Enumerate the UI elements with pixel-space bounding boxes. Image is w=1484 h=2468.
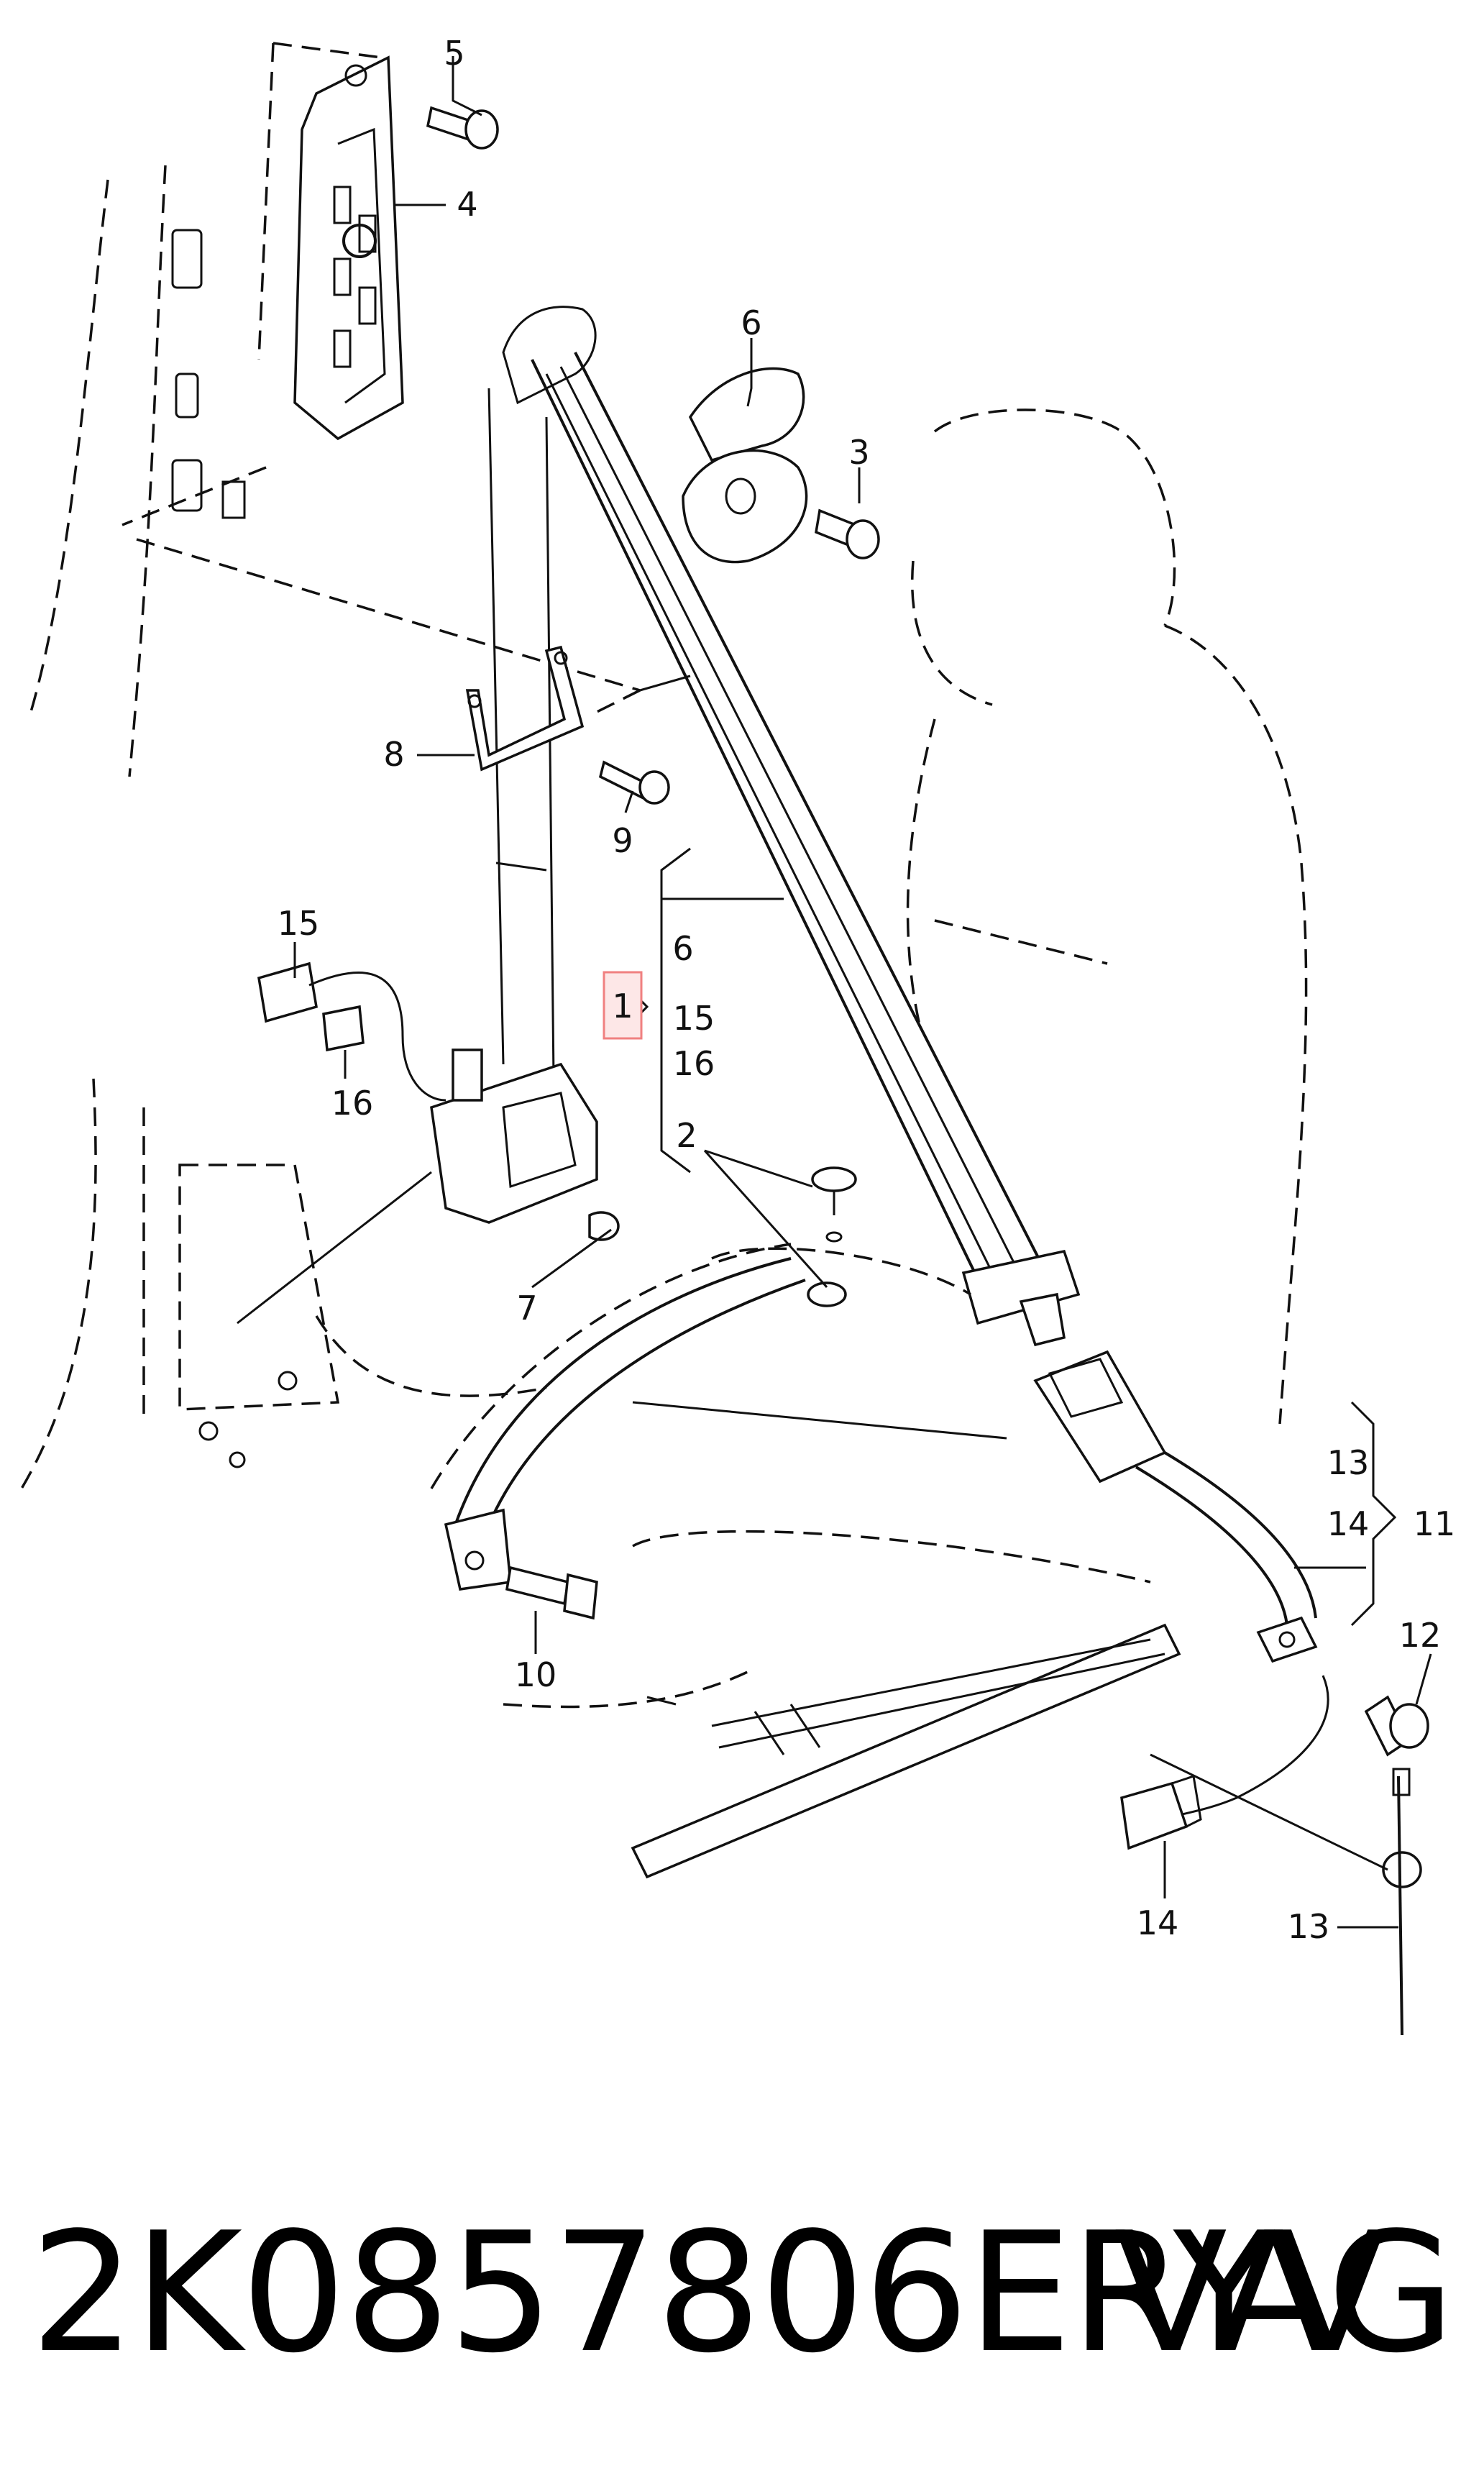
bracket-8: [465, 645, 670, 805]
callout-16b[interactable]: 16: [673, 1044, 715, 1083]
callout-13b[interactable]: 13: [1288, 1907, 1330, 1946]
callout-16a[interactable]: 16: [331, 1084, 374, 1123]
callout-15b[interactable]: 15: [673, 999, 715, 1038]
screw-5: [426, 106, 499, 150]
belt-webbing: [487, 306, 1081, 1347]
callout-5[interactable]: 5: [444, 34, 464, 73]
connector-14: [1120, 1775, 1202, 1850]
callout-1[interactable]: 1: [612, 987, 633, 1025]
lower-anchor: [444, 1257, 806, 1620]
callout-2[interactable]: 2: [676, 1116, 697, 1155]
leader-lines: [237, 56, 1432, 1929]
callout-4[interactable]: 4: [457, 185, 477, 224]
belt-guide-6: [682, 367, 808, 564]
plug-2: [807, 1166, 857, 1307]
callout-9[interactable]: 9: [612, 821, 633, 860]
cable-tie-13: [1382, 1768, 1422, 2036]
callout-15a[interactable]: 15: [278, 904, 320, 943]
callout-8[interactable]: 8: [383, 735, 404, 774]
callout-11[interactable]: 11: [1414, 1504, 1456, 1543]
callout-labels: 5 4 6 3 8 9 6 1 15 16 2 15 16 7 10 13 14…: [278, 34, 1456, 1946]
callout-7[interactable]: 7: [516, 1289, 537, 1327]
screw-3: [815, 508, 880, 559]
seat-outline: [430, 408, 1308, 1709]
callout-3[interactable]: 3: [848, 433, 869, 472]
part-number: 2K0857806ERYV: [30, 2198, 1386, 2390]
callout-6b[interactable]: 6: [672, 929, 693, 968]
callout-13a[interactable]: 13: [1327, 1443, 1370, 1482]
callout-14a[interactable]: 14: [1327, 1504, 1370, 1543]
brand-name: VAG: [1114, 2198, 1455, 2390]
height-adjuster-rail: [293, 55, 404, 441]
screw-12: [1364, 1695, 1429, 1757]
buckle-assembly: [1033, 1350, 1329, 1834]
callout-12[interactable]: 12: [1399, 1616, 1442, 1655]
callout-10[interactable]: 10: [515, 1655, 557, 1694]
selected-part-highlight: [603, 971, 643, 1040]
callout-14b[interactable]: 14: [1137, 1903, 1179, 1942]
seat-rail: [631, 1623, 1181, 1879]
retractor-assembly: [257, 961, 620, 1241]
callout-6a[interactable]: 6: [741, 303, 761, 342]
group-brackets: [631, 847, 1397, 1627]
footer: 2K0857806ERYV VAG: [0, 2200, 1484, 2387]
